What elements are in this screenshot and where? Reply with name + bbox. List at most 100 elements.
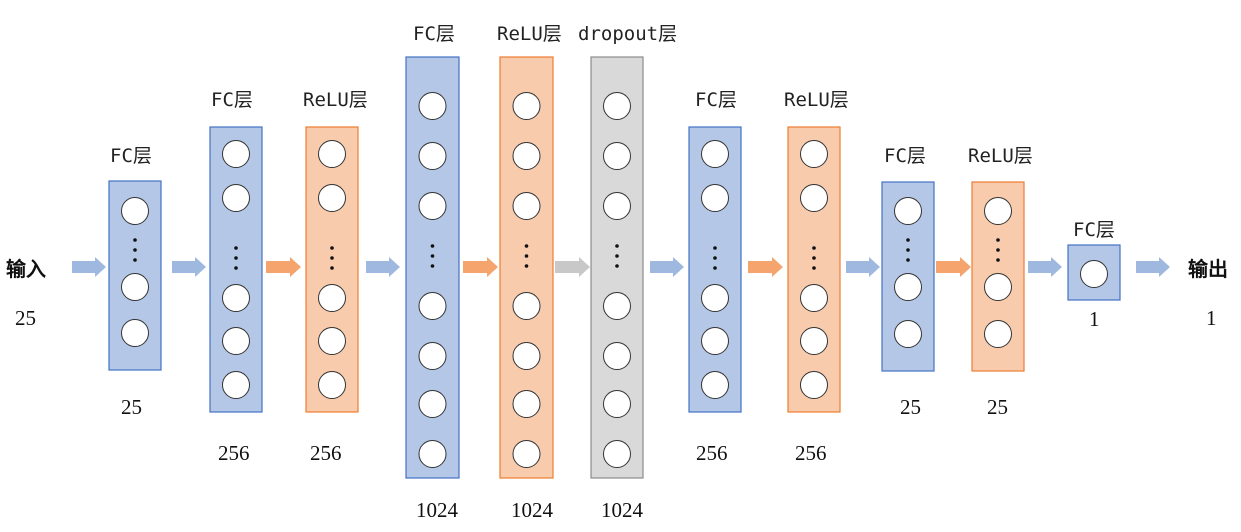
flow-arrow-icon (1136, 257, 1170, 277)
layer-label: ReLU层 (303, 89, 368, 111)
layer-label: FC层 (1073, 219, 1115, 241)
neuron (512, 192, 541, 220)
neuron (318, 284, 346, 312)
ellipsis-dot (615, 264, 619, 268)
ellipsis-dot (615, 244, 619, 248)
ellipsis-dot (996, 248, 1000, 252)
neuron (418, 390, 447, 418)
neuron (800, 184, 828, 212)
neuron (603, 342, 631, 370)
flow-arrow-icon (72, 257, 106, 277)
arrows-group (72, 257, 1170, 277)
layer-7-fc: FC层 256 (688, 89, 742, 465)
neuron (701, 140, 729, 168)
layer-size: 25 (900, 395, 921, 419)
neuron (512, 390, 541, 418)
neuron (222, 371, 250, 399)
ellipsis-dot (812, 266, 816, 270)
layer-label: FC层 (884, 145, 926, 167)
neuron (512, 342, 541, 370)
neuron (984, 197, 1012, 225)
flow-arrow-icon (463, 257, 498, 277)
neuron (222, 184, 250, 212)
flow-arrow-icon (846, 257, 880, 277)
ellipsis-dot (234, 266, 238, 270)
layer-3-relu: ReLU层 256 (303, 89, 368, 465)
layer-label: FC层 (110, 145, 152, 167)
neuron (418, 292, 447, 320)
ellipsis-dot (996, 238, 1000, 242)
layer-size: 256 (795, 441, 827, 465)
ellipsis-dot (524, 244, 529, 248)
ellipsis-dot (713, 266, 717, 270)
ellipsis-dot (996, 258, 1000, 262)
output-size: 1 (1206, 306, 1217, 330)
layer-label: FC层 (695, 89, 737, 111)
flow-arrow-icon (266, 257, 301, 277)
neuron (701, 284, 729, 312)
neuron (984, 320, 1012, 348)
neuron (800, 284, 828, 312)
neuron (603, 192, 631, 220)
ellipsis-dot (330, 256, 334, 260)
neuron (512, 440, 541, 468)
neuron (800, 371, 828, 399)
neuron (603, 440, 631, 468)
flow-arrow-icon (172, 257, 206, 277)
layer-label: ReLU层 (497, 23, 562, 45)
neuron (512, 92, 541, 120)
flow-arrow-icon (650, 257, 684, 277)
ellipsis-dot (133, 258, 137, 262)
layer-size: 1024 (601, 498, 644, 522)
ellipsis-dot (615, 254, 619, 258)
neuron (894, 273, 922, 301)
layers-group: FC层25FC层256ReLU层256FC层1024ReLU层1024dropo… (108, 23, 1121, 522)
flow-arrow-icon (555, 257, 590, 277)
neuron (894, 320, 922, 348)
neuron (418, 342, 447, 370)
ellipsis-dot (713, 256, 717, 260)
layer-9-fc: FC层 25 (881, 145, 935, 419)
layer-label: FC层 (211, 89, 253, 111)
layer-label: dropout层 (578, 23, 677, 45)
ellipsis-dot (430, 254, 435, 258)
input-label: 输入 (6, 257, 46, 281)
neuron (121, 319, 149, 347)
layer-2-fc: FC层 256 (209, 89, 263, 465)
neuron (701, 184, 729, 212)
layer-label: ReLU层 (968, 145, 1033, 167)
flow-arrow-icon (748, 257, 783, 277)
ellipsis-dot (524, 254, 529, 258)
flow-arrow-icon (936, 257, 971, 277)
neuron (603, 142, 631, 170)
ellipsis-dot (812, 256, 816, 260)
layer-size: 256 (310, 441, 342, 465)
output-label: 输出 (1188, 257, 1228, 281)
neuron (418, 142, 447, 170)
layer-size: 1024 (416, 498, 459, 522)
ellipsis-dot (906, 238, 910, 242)
layer-size: 256 (218, 441, 250, 465)
layer-label: ReLU层 (784, 89, 849, 111)
neuron (800, 140, 828, 168)
neuron (1080, 260, 1108, 288)
layer-size: 256 (696, 441, 728, 465)
ellipsis-dot (234, 256, 238, 260)
neuron (318, 184, 346, 212)
ellipsis-dot (906, 248, 910, 252)
neuron (318, 327, 346, 355)
layer-8-relu: ReLU层 256 (784, 89, 849, 465)
neuron (318, 140, 346, 168)
ellipsis-dot (133, 248, 137, 252)
neuron (121, 273, 149, 301)
neuron (222, 284, 250, 312)
neuron (121, 197, 149, 225)
ellipsis-dot (713, 246, 717, 250)
neuron (603, 292, 631, 320)
ellipsis-dot (234, 246, 238, 250)
